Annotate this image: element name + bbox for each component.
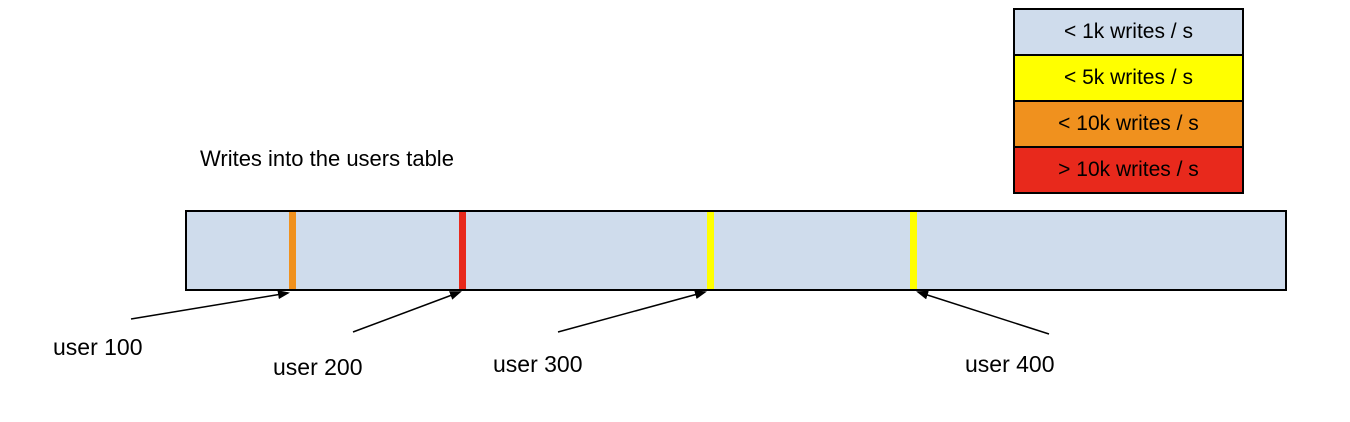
arrow-user-200 (352, 291, 462, 333)
legend-item-lt-1k: < 1k writes / s (1013, 8, 1244, 56)
users-table-bar (185, 210, 1287, 291)
arrow-user-400 (916, 290, 1050, 335)
user-300-label: user 300 (493, 351, 583, 377)
user-400-label: user 400 (965, 351, 1055, 377)
write-hotspot-stripe-user-300 (707, 212, 714, 289)
arrow-user-300 (557, 290, 707, 333)
user-100-label: user 100 (53, 334, 143, 360)
write-hotspot-stripe-user-200 (459, 212, 466, 289)
legend: < 1k writes / s < 5k writes / s < 10k wr… (1013, 8, 1244, 194)
write-hotspot-stripe-user-100 (289, 212, 296, 289)
user-200-label: user 200 (273, 354, 363, 380)
legend-item-lt-5k: < 5k writes / s (1013, 54, 1244, 102)
write-hotspot-stripe-user-400 (910, 212, 917, 289)
diagram-title: Writes into the users table (200, 146, 454, 171)
legend-item-lt-10k: < 10k writes / s (1013, 100, 1244, 148)
legend-item-gt-10k: > 10k writes / s (1013, 146, 1244, 194)
arrow-user-100 (130, 290, 290, 320)
